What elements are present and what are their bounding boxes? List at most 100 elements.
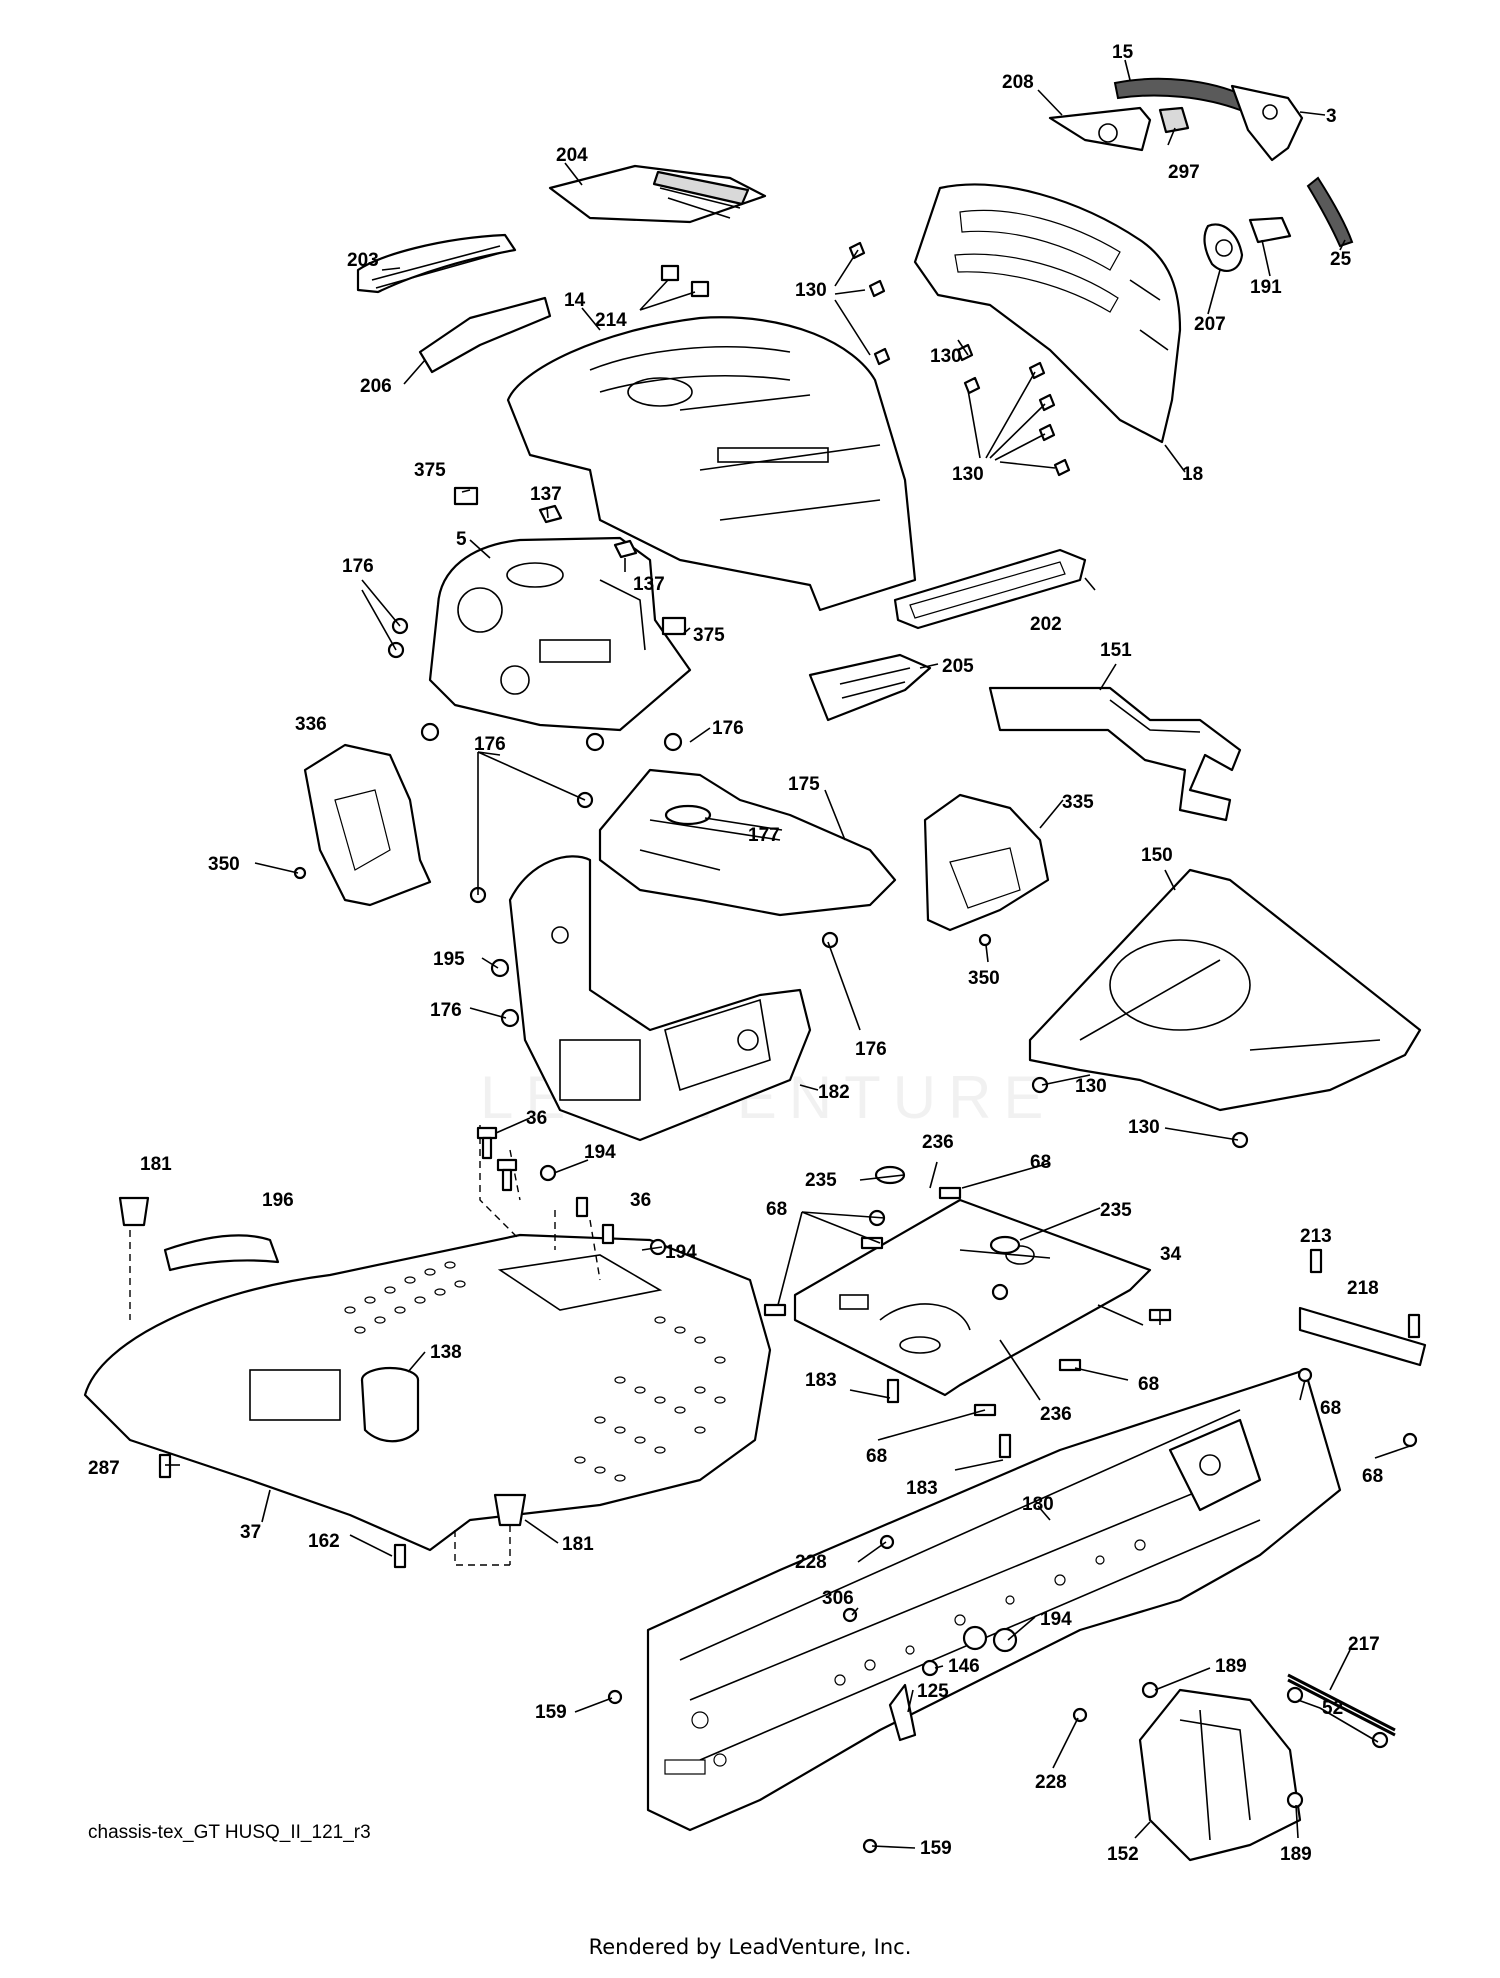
callout-236-a[interactable]: 236 — [922, 1132, 954, 1153]
callout-52[interactable]: 52 — [1322, 1698, 1343, 1719]
callout-235-a[interactable]: 235 — [805, 1170, 837, 1191]
part-25-curved-trim[interactable] — [1306, 176, 1354, 248]
part-180-frame[interactable] — [646, 1368, 1342, 1832]
callout-176-a[interactable]: 176 — [342, 556, 374, 577]
callout-203[interactable]: 203 — [347, 250, 379, 271]
callout-176-c[interactable]: 176 — [474, 734, 506, 755]
callout-34[interactable]: 34 — [1160, 1244, 1182, 1265]
callout-189-a[interactable]: 189 — [1215, 1656, 1247, 1677]
callout-196[interactable]: 196 — [262, 1190, 294, 1211]
callout-159-b[interactable]: 159 — [920, 1838, 952, 1859]
callout-336[interactable]: 336 — [295, 714, 327, 735]
part-3-grille-bracket[interactable] — [1230, 84, 1304, 162]
callout-130-b[interactable]: 130 — [930, 346, 962, 367]
callout-183-b[interactable]: 183 — [906, 1478, 938, 1499]
callout-130-c[interactable]: 130 — [952, 464, 984, 485]
callout-181-a[interactable]: 181 — [140, 1154, 172, 1175]
callout-297[interactable]: 297 — [1168, 162, 1200, 183]
callout-159-a[interactable]: 159 — [535, 1702, 567, 1723]
callout-150[interactable]: 150 — [1141, 845, 1173, 866]
part-218-bracket[interactable] — [1298, 1306, 1427, 1367]
callout-36-a[interactable]: 36 — [526, 1108, 547, 1129]
callout-207[interactable]: 207 — [1194, 314, 1226, 335]
part-152-seat-bracket[interactable] — [1138, 1688, 1302, 1862]
part-297-clip[interactable] — [1158, 106, 1190, 134]
callout-204[interactable]: 204 — [556, 145, 588, 166]
part-177-cap[interactable] — [664, 804, 712, 826]
part-34-dash-mounting-plate[interactable] — [793, 1198, 1152, 1397]
callout-175[interactable]: 175 — [788, 774, 820, 795]
callout-182[interactable]: 182 — [818, 1082, 850, 1103]
callout-176-e[interactable]: 176 — [430, 1000, 462, 1021]
callout-194-c[interactable]: 194 — [1040, 1609, 1072, 1630]
callout-189-b[interactable]: 189 — [1280, 1844, 1312, 1865]
callout-235-b[interactable]: 235 — [1100, 1200, 1132, 1221]
callout-138[interactable]: 138 — [430, 1342, 462, 1363]
callout-137-a[interactable]: 137 — [530, 484, 562, 505]
callout-205[interactable]: 205 — [942, 656, 974, 677]
part-151-bracket[interactable] — [988, 686, 1242, 822]
callout-218[interactable]: 218 — [1347, 1278, 1379, 1299]
callout-191[interactable]: 191 — [1250, 277, 1282, 298]
part-205-trim[interactable] — [808, 653, 932, 722]
part-175-dash-support[interactable] — [598, 768, 897, 917]
callout-146[interactable]: 146 — [948, 1656, 980, 1677]
callout-130-d[interactable]: 130 — [1075, 1076, 1107, 1097]
callout-177[interactable]: 177 — [748, 825, 780, 846]
callout-5[interactable]: 5 — [456, 529, 467, 550]
part-182-lower-dash[interactable] — [508, 855, 812, 1142]
part-14-hood[interactable] — [506, 316, 917, 612]
callout-68-d[interactable]: 68 — [1320, 1398, 1341, 1419]
callout-375-b[interactable]: 375 — [693, 625, 725, 646]
callout-68-c[interactable]: 68 — [1138, 1374, 1159, 1395]
part-150-footrest-pan[interactable] — [1028, 868, 1422, 1112]
callout-183-a[interactable]: 183 — [805, 1370, 837, 1391]
part-196-trim-plate[interactable] — [163, 1234, 280, 1272]
callout-181-b[interactable]: 181 — [562, 1534, 594, 1555]
callout-15[interactable]: 15 — [1112, 42, 1134, 63]
callout-176-d[interactable]: 176 — [855, 1039, 887, 1060]
part-214-clip[interactable] — [660, 264, 680, 282]
callout-335[interactable]: 335 — [1062, 792, 1094, 813]
part-125-bracket[interactable] — [888, 1683, 917, 1742]
callout-151[interactable]: 151 — [1100, 640, 1132, 661]
callout-130-a[interactable]: 130 — [795, 280, 827, 301]
callout-350-b[interactable]: 350 — [968, 968, 1000, 989]
callout-217[interactable]: 217 — [1348, 1634, 1380, 1655]
callout-130-e[interactable]: 130 — [1128, 1117, 1160, 1138]
callout-36-b[interactable]: 36 — [630, 1190, 651, 1211]
callout-287[interactable]: 287 — [88, 1458, 120, 1479]
callout-18[interactable]: 18 — [1182, 464, 1203, 485]
callout-125[interactable]: 125 — [917, 1681, 949, 1702]
part-207-light-socket[interactable] — [1203, 223, 1244, 273]
callout-176-b[interactable]: 176 — [712, 718, 744, 739]
callout-68-b[interactable]: 68 — [766, 1199, 787, 1220]
part-37-fender[interactable] — [83, 1233, 772, 1552]
callout-350-a[interactable]: 350 — [208, 854, 240, 875]
callout-25[interactable]: 25 — [1330, 249, 1352, 270]
callout-206[interactable]: 206 — [360, 376, 392, 397]
callout-68-e[interactable]: 68 — [866, 1446, 887, 1467]
part-5-dash-panel[interactable] — [428, 536, 692, 732]
callout-14[interactable]: 14 — [564, 290, 586, 311]
part-191-lamp[interactable] — [1248, 216, 1292, 244]
callout-228-a[interactable]: 228 — [795, 1552, 827, 1573]
callout-375-a[interactable]: 375 — [414, 460, 446, 481]
part-181-grommet[interactable] — [118, 1196, 150, 1227]
callout-152[interactable]: 152 — [1107, 1844, 1139, 1865]
callout-37[interactable]: 37 — [240, 1522, 261, 1543]
callout-68-a[interactable]: 68 — [1030, 1152, 1051, 1173]
callout-195[interactable]: 195 — [433, 949, 465, 970]
callout-214[interactable]: 214 — [595, 310, 627, 331]
callout-162[interactable]: 162 — [308, 1531, 340, 1552]
part-204-hood-panel[interactable] — [548, 164, 767, 224]
part-137-clip[interactable] — [538, 504, 563, 524]
callout-3[interactable]: 3 — [1326, 106, 1337, 127]
callout-180[interactable]: 180 — [1022, 1494, 1054, 1515]
part-217-rod[interactable] — [1287, 1673, 1396, 1737]
callout-236-b[interactable]: 236 — [1040, 1404, 1072, 1425]
callout-202[interactable]: 202 — [1030, 614, 1062, 635]
callout-213[interactable]: 213 — [1300, 1226, 1332, 1247]
callout-306[interactable]: 306 — [822, 1588, 854, 1609]
part-206-trim[interactable] — [418, 296, 552, 374]
